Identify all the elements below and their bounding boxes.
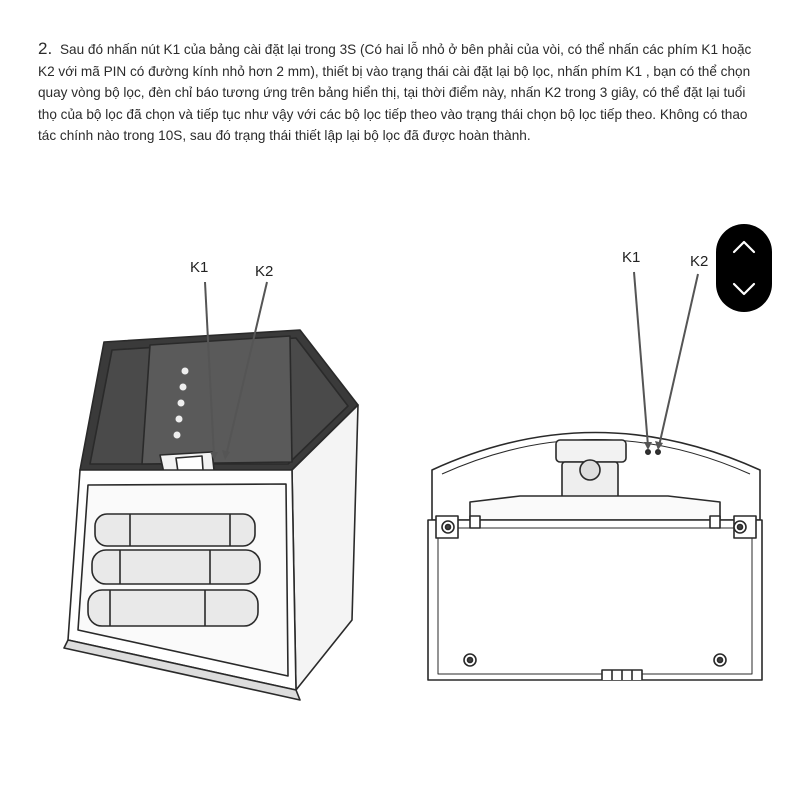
step-number: 2.: [38, 39, 53, 58]
instruction-text: Sau đó nhấn nút K1 của bảng cài đặt lại …: [38, 42, 752, 143]
left-pointer-lines: [204, 281, 268, 457]
scroll-down-button[interactable]: [724, 270, 764, 306]
right-k2-label: K2: [690, 253, 708, 270]
chevron-down-icon: [732, 282, 756, 296]
left-k1-label: K1: [190, 259, 208, 276]
filter-cartridges: [87, 513, 261, 627]
chevron-up-icon: [732, 240, 756, 254]
left-k2-label: K2: [255, 263, 273, 280]
mounting-screws: [441, 520, 747, 667]
page-nav-control: [716, 224, 772, 312]
right-pointer-lines: [633, 271, 699, 447]
indicator-lights: [173, 367, 189, 439]
scroll-up-button[interactable]: [724, 230, 764, 266]
purifier-open-illustration: [63, 329, 359, 701]
purifier-front-illustration: [427, 431, 763, 681]
right-k1-label: K1: [622, 249, 640, 266]
instruction-paragraph: 2. Sau đó nhấn nút K1 của bảng cài đặt l…: [38, 38, 768, 147]
